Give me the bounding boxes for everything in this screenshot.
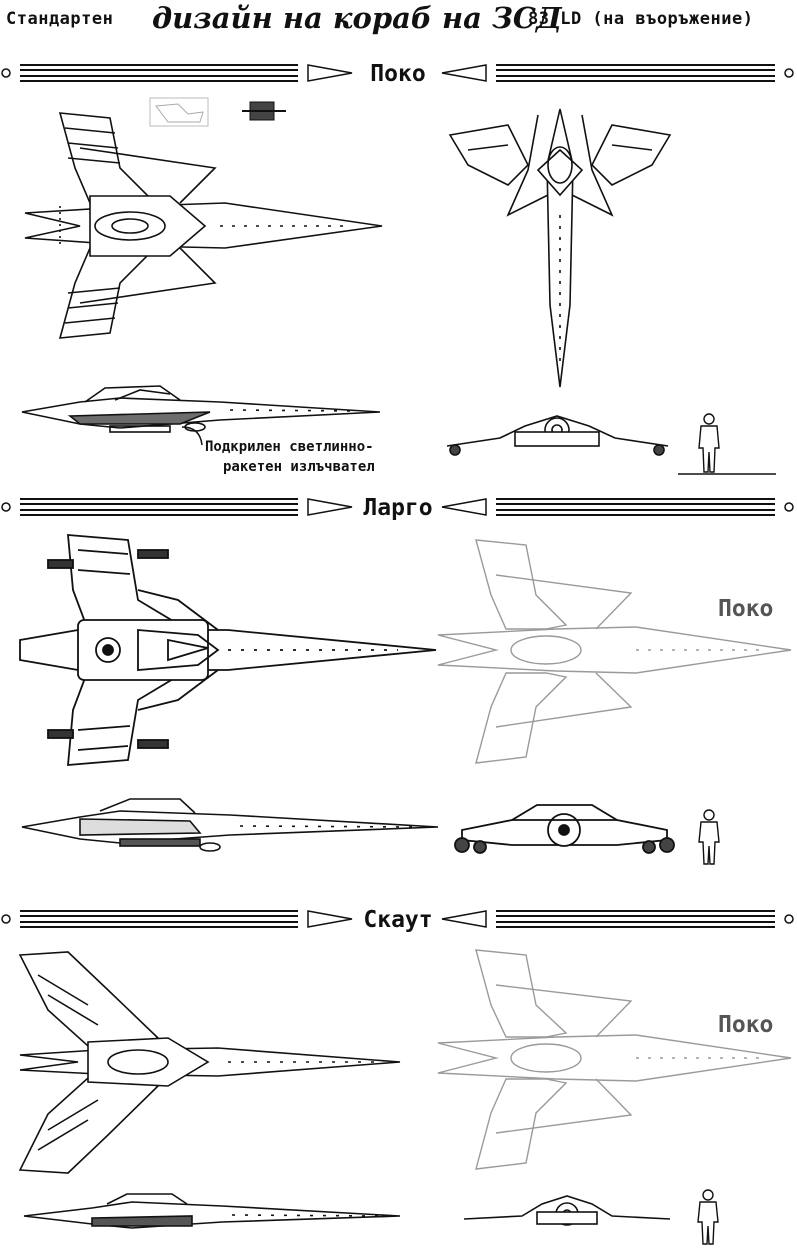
title-suffix: 83 LD (на въоръжение): [528, 9, 754, 29]
section-title-largo: Ларго: [363, 495, 433, 521]
section-divider-scout: Скаут: [0, 906, 797, 934]
poko-rear-view-icon: [446, 415, 669, 456]
poko-comparison-top-view-icon: [437, 539, 792, 764]
callout-line-1: Подкрилен светлинно-: [205, 439, 374, 455]
callout-leader-icon: [181, 426, 203, 446]
ground-line-icon: [678, 473, 776, 475]
title-prefix: Стандартен: [6, 9, 114, 29]
largo-rear-view-icon: [454, 804, 675, 854]
largo-top-view-icon: [19, 534, 437, 766]
section-title-scout: Скаут: [363, 907, 433, 933]
human-scale-figure-icon: [697, 1189, 719, 1245]
scout-side-view-icon: [23, 1193, 401, 1229]
callout-label: Подкрилен светлинно- ракетен излъчвател: [205, 437, 375, 477]
largo-side-view-icon: [21, 798, 439, 852]
thumbnail-ship-icon: [242, 101, 286, 121]
human-scale-figure-icon: [698, 809, 720, 865]
title-main: дизайн на кораб на ЗСД: [152, 1, 562, 35]
comparison-label-2: Поко: [718, 1012, 774, 1038]
poko-front-view-icon: [448, 108, 672, 388]
section-divider-largo: Ларго: [0, 494, 797, 522]
divider-lines-icon: [1, 64, 794, 82]
section-divider-poko: Поко: [0, 60, 797, 88]
section-title-poko: Поко: [370, 61, 426, 87]
poko-side-view-icon: [21, 385, 381, 433]
page-title: Стандартен дизайн на кораб на ЗСД 83 LD …: [0, 0, 797, 46]
comparison-label-1: Поко: [718, 596, 774, 622]
scout-rear-view-icon: [463, 1195, 671, 1226]
divider-lines-icon: [1, 498, 794, 516]
poko-comparison-top-view-icon: [437, 949, 792, 1170]
divider-lines-icon: [1, 910, 794, 928]
scout-top-view-icon: [18, 951, 401, 1174]
callout-line-2: ракетен излъчвател: [223, 459, 375, 475]
thumbnail-ghost-icon: [149, 97, 209, 127]
poko-top-view-icon: [24, 112, 383, 339]
human-scale-figure-icon: [698, 413, 720, 473]
